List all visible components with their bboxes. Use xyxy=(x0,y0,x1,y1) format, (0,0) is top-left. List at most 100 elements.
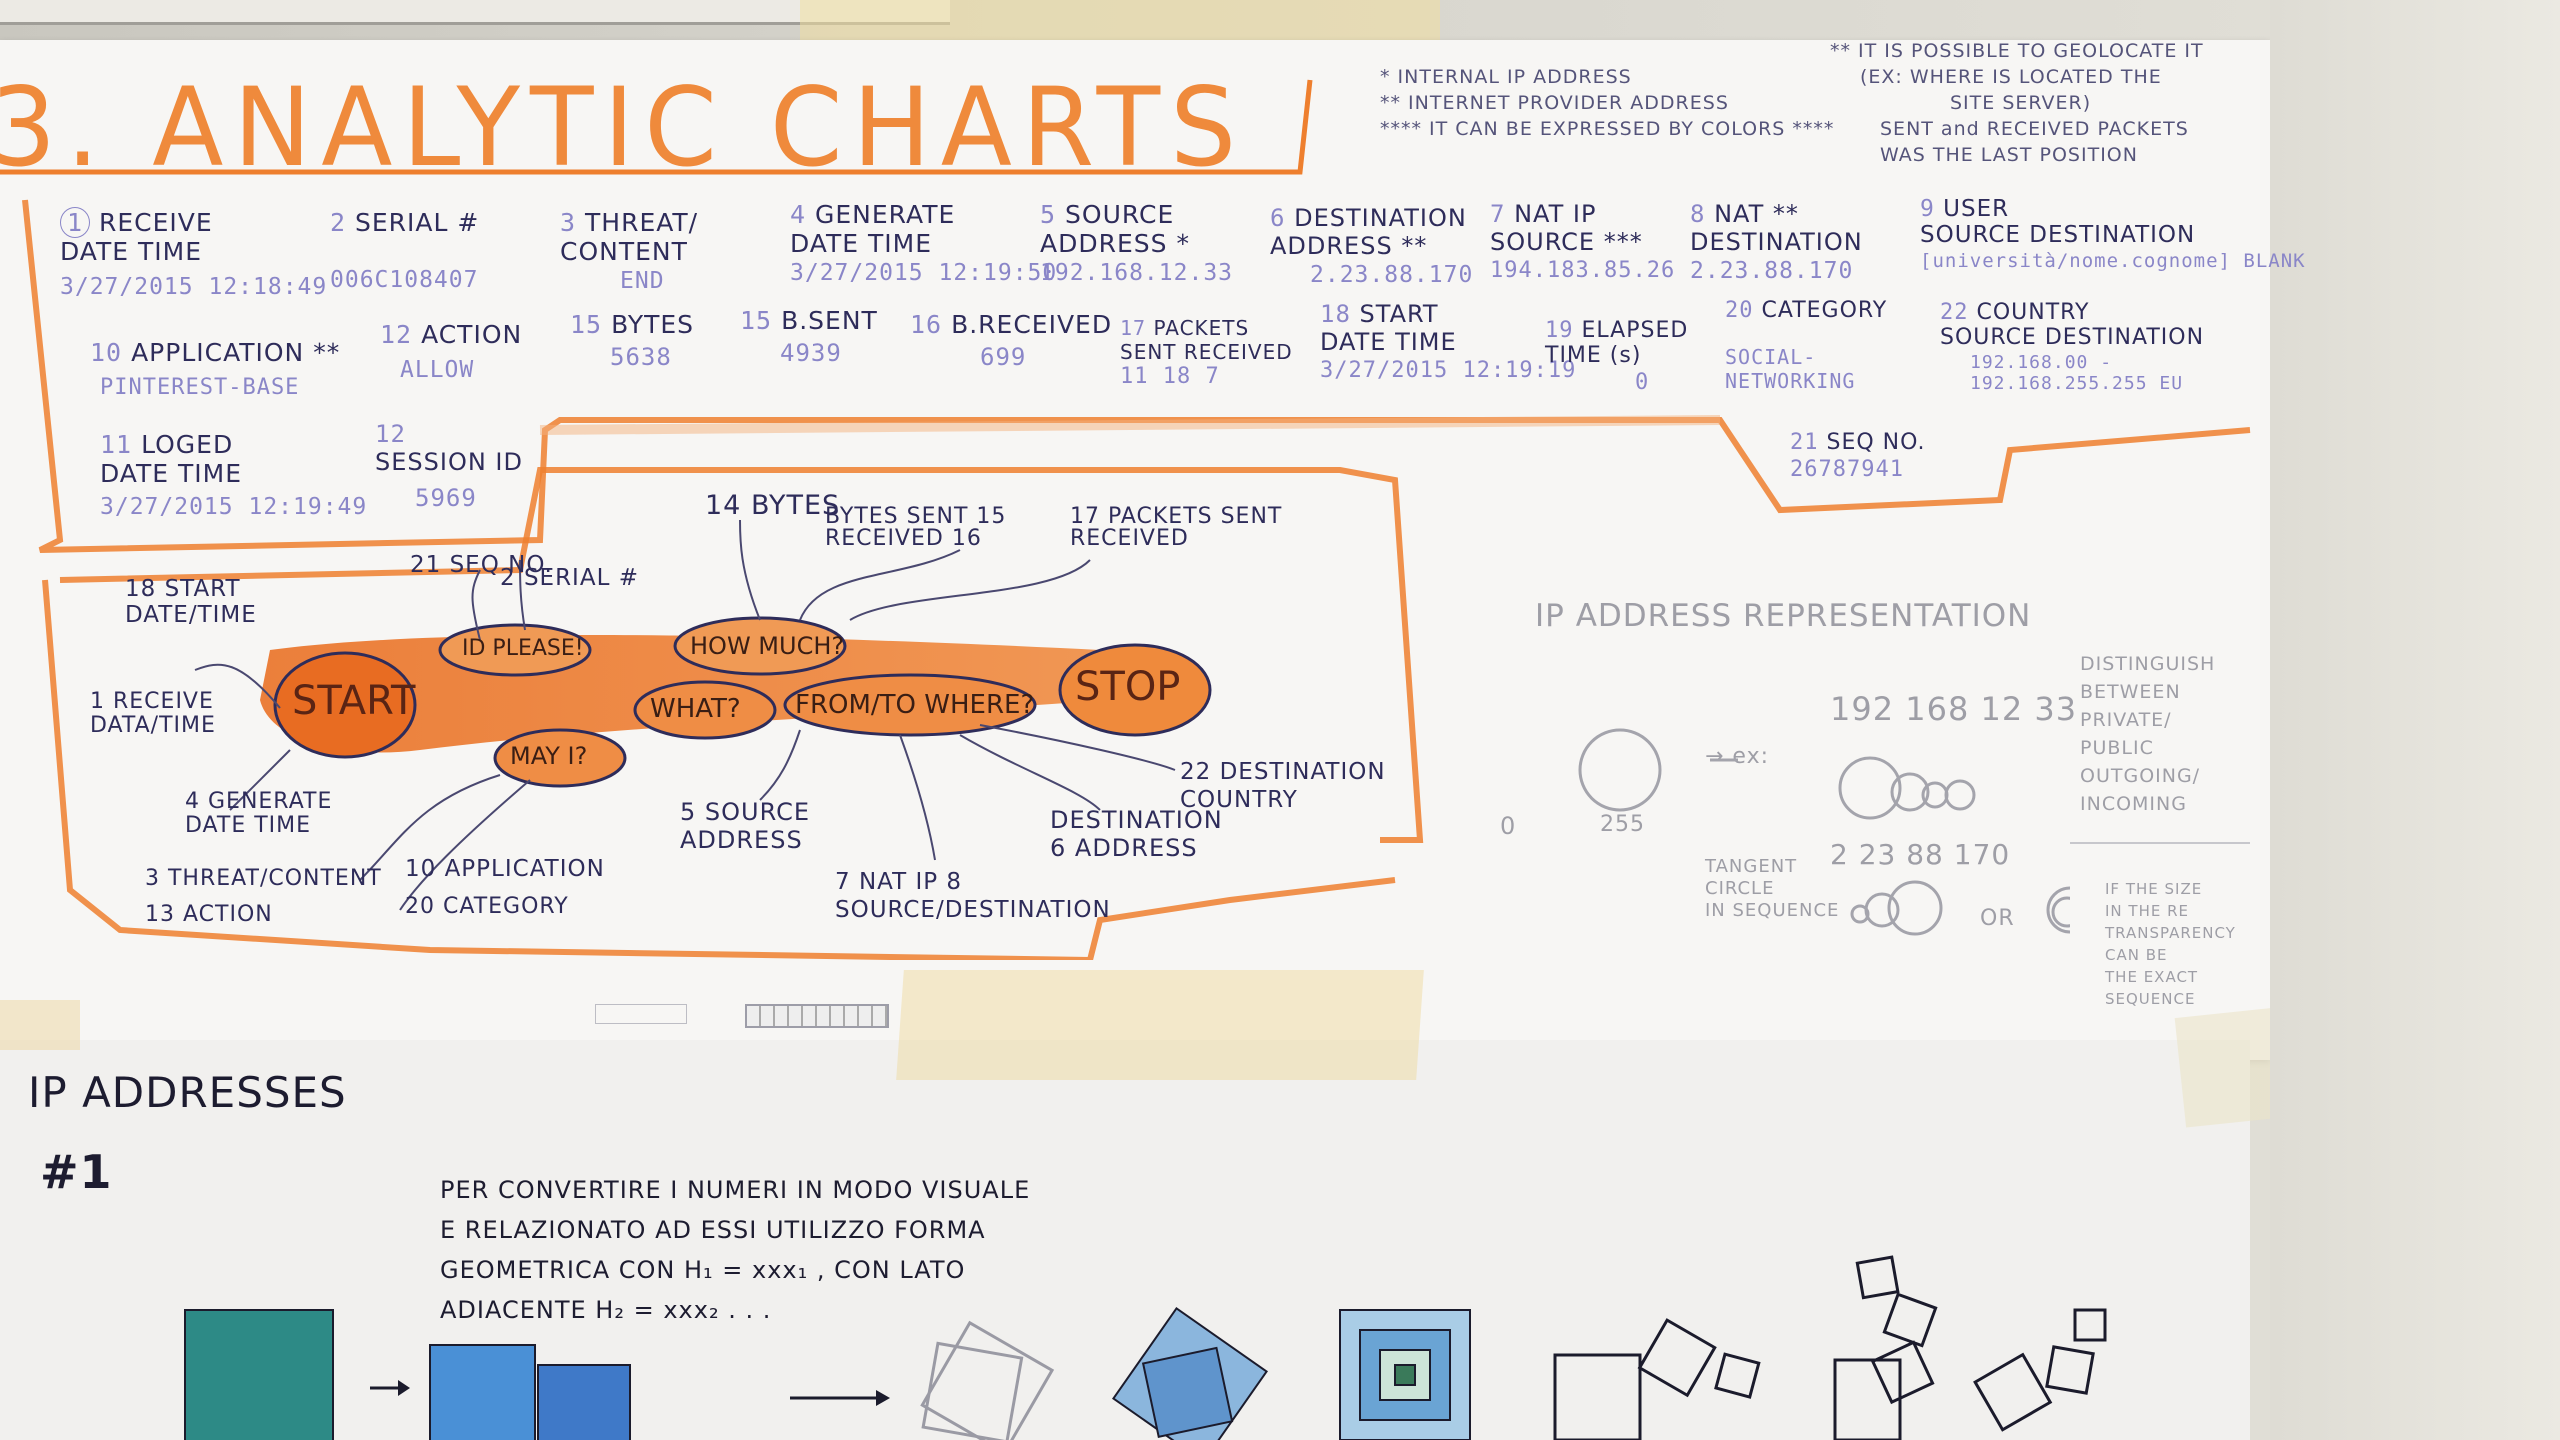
note-right-2: (EX: WHERE IS LOCATED THE xyxy=(1860,66,2162,88)
ip-sample: 192 168 12 33 xyxy=(1830,690,2078,728)
field-bsent: 15 B.SENT 4939 xyxy=(740,306,878,367)
field-label: CATEGORY xyxy=(1761,298,1888,323)
ip-or: OR xyxy=(1980,906,2015,931)
ip-tangent-ip: 2 23 88 170 xyxy=(1830,838,2011,871)
field-value: SOCIAL- NETWORKING xyxy=(1725,345,1856,393)
field-logged: 11 LOGED DATE TIME 3/27/2015 12:19:49 xyxy=(100,430,368,520)
field-elapsed: 19 ELAPSED TIME (s) 0 xyxy=(1545,318,1689,395)
flow-label-country: 22 DESTINATION COUNTRY xyxy=(1180,759,1386,813)
field-value: 0 xyxy=(1635,370,1650,395)
lower-sub: #1 xyxy=(40,1145,113,1199)
divider-line xyxy=(2070,842,2250,844)
node-id-label: ID PLEASE! xyxy=(462,636,584,661)
flow-label-start: 18 START DATE/TIME xyxy=(125,576,257,628)
top-strip xyxy=(0,0,950,25)
field-label: BYTES xyxy=(611,310,695,339)
field-value: 192.168.12.33 xyxy=(1040,260,1234,286)
field-value: 699 xyxy=(980,343,1027,371)
ip-arrow-label: → ex: xyxy=(1705,744,1770,769)
field-label: NAT ** DESTINATION xyxy=(1690,200,1863,256)
blue-square-2 xyxy=(537,1364,631,1440)
node-fromto xyxy=(783,673,1037,737)
lower-sheet xyxy=(0,1040,2250,1440)
field-value: PINTEREST-BASE xyxy=(100,375,300,400)
field-9: 9 USER SOURCE DESTINATION [università/no… xyxy=(1920,196,2306,272)
title-frame xyxy=(0,79,1313,175)
field-session: 12 SESSION ID 5969 xyxy=(375,420,523,512)
flow-label-category: 20 CATEGORY xyxy=(405,894,569,919)
field-country: 22 COUNTRY SOURCE DESTINATION 192.168.00… xyxy=(1940,300,2205,394)
flow-label-bytes-sent: BYTES SENT 15 RECEIVED 16 xyxy=(825,504,1007,551)
field-value: [università/nome.cognome] BLANK xyxy=(1920,250,2306,272)
flow-label-source: 5 SOURCE ADDRESS xyxy=(680,798,810,854)
field-packets: 17 PACKETS SENT RECEIVED 11 18 7 xyxy=(1120,316,1293,389)
ip-side-note-1: DISTINGUISH BETWEEN PRIVATE/ PUBLIC OUTG… xyxy=(2080,653,2216,815)
field-label: B.RECEIVED xyxy=(951,310,1113,339)
node-what-label: WHAT? xyxy=(650,694,741,724)
field-label: USER SOURCE DESTINATION xyxy=(1920,196,2196,248)
note-line-2: ** INTERNET PROVIDER ADDRESS xyxy=(1380,92,1729,114)
field-6: 6 DESTINATION ADDRESS ** 2.23.88.170 xyxy=(1270,204,1474,288)
lower-heading: IP ADDRESSES xyxy=(28,1068,347,1117)
field-value: 194.183.85.26 xyxy=(1490,258,1676,283)
field-label: B.SENT xyxy=(781,306,878,335)
note-line-1: * INTERNAL IP ADDRESS xyxy=(1380,66,1632,88)
field-value: 006C108407 xyxy=(330,267,479,293)
field-label: ACTION xyxy=(421,320,523,349)
tape-left xyxy=(0,1000,80,1050)
blue-square-1 xyxy=(429,1344,536,1440)
node-start xyxy=(273,651,417,759)
field-start: 18 START DATE TIME 3/27/2015 12:19:19 xyxy=(1320,300,1577,383)
field-label: PACKETS SENT RECEIVED xyxy=(1120,316,1293,364)
node-howmuch-label: HOW MUCH? xyxy=(690,632,845,660)
ip-scale-min: 0 xyxy=(1500,812,1517,840)
field-label: GENERATE DATE TIME xyxy=(790,200,956,258)
field-label: COUNTRY SOURCE DESTINATION xyxy=(1940,300,2205,350)
sketch-bar-1 xyxy=(595,1004,687,1024)
field-value: 11 18 7 xyxy=(1120,364,1220,389)
field-value: 3/27/2015 12:19:49 xyxy=(100,494,368,520)
field-7: 7 NAT IP SOURCE *** 194.183.85.26 xyxy=(1490,200,1676,283)
note-right-4: SENT and RECEIVED PACKETS xyxy=(1880,118,2189,140)
field-4: 4 GENERATE DATE TIME 3/27/2015 12:19:50 xyxy=(790,200,1058,286)
teal-square xyxy=(184,1309,334,1440)
field-8: 8 NAT ** DESTINATION 2.23.88.170 xyxy=(1690,200,1863,284)
field-value: 192.168.00 - 192.168.255.255 EU xyxy=(1970,352,2184,394)
notes-right: ** IT IS POSSIBLE TO GEOLOCATE IT (EX: W… xyxy=(1830,38,2204,168)
field-2: 2 SERIAL # 006C108407 xyxy=(330,208,480,293)
ip-rep-title: IP ADDRESS REPRESENTATION xyxy=(1535,598,2032,634)
flow-label-destination: DESTINATION 6 ADDRESS xyxy=(1050,806,1223,862)
field-label: APPLICATION ** xyxy=(131,338,341,367)
field-label: DESTINATION ADDRESS ** xyxy=(1270,204,1467,260)
node-fromto-label: FROM/TO WHERE? xyxy=(795,690,1035,720)
field-value: END xyxy=(620,268,665,294)
poster-sheet xyxy=(0,40,2270,1060)
flow-label-threat: 3 THREAT/CONTENT xyxy=(145,866,382,891)
tape-middle xyxy=(896,970,1424,1080)
field-value: 2.23.88.170 xyxy=(1690,258,1854,284)
node-stop xyxy=(1058,643,1212,737)
field-12a: 12 ACTION ALLOW xyxy=(380,320,523,383)
field-3: 3 THREAT/ CONTENT END xyxy=(560,208,699,294)
field-category: 20 CATEGORY SOCIAL- NETWORKING xyxy=(1725,298,1888,393)
field-label: NAT IP SOURCE *** xyxy=(1490,200,1643,256)
field-label: SEQ NO. xyxy=(1826,430,1926,455)
ip-scale-max: 255 xyxy=(1600,812,1645,837)
field-5: 5 SOURCE ADDRESS * 192.168.12.33 xyxy=(1040,200,1234,286)
node-mayi-label: MAY I? xyxy=(510,742,588,770)
field-label: LOGED DATE TIME xyxy=(100,430,242,488)
ip-side-note-2: IF THE SIZE IN THE RE TRANSPARENCY CAN B… xyxy=(2105,880,2236,1008)
sketch-bar-2 xyxy=(745,1004,889,1028)
node-mayi xyxy=(493,728,627,788)
field-value: 26787941 xyxy=(1790,457,1904,482)
lower-text: PER CONVERTIRE I NUMERI IN MODO VISUALE … xyxy=(440,1176,1031,1324)
field-10: 10 APPLICATION ** PINTEREST-BASE xyxy=(90,338,341,400)
field-value: 3/27/2015 12:19:50 xyxy=(790,260,1058,286)
flow-label-generate: 4 GENERATE DATE TIME xyxy=(185,789,333,838)
wall-right xyxy=(2270,0,2560,1440)
ip-circles-sketch xyxy=(1578,728,2070,936)
flow-label-application: 10 APPLICATION xyxy=(405,856,605,882)
field-value: 5638 xyxy=(610,343,672,371)
note-line-3: **** IT CAN BE EXPRESSED BY COLORS **** xyxy=(1380,118,1835,140)
flow-diagram xyxy=(194,519,1212,911)
